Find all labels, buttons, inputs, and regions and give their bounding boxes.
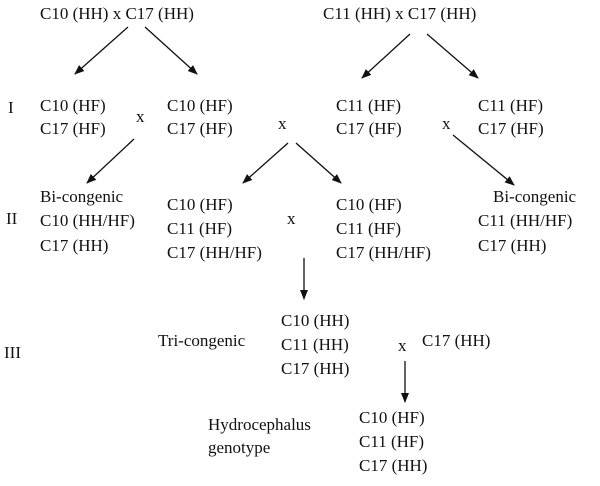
bicongenic-right-line2: C17 (HH) bbox=[478, 236, 547, 255]
gen1-b-line1: C10 (HF) bbox=[167, 96, 233, 115]
arrow-top-right-to-gen1-c bbox=[361, 33, 411, 79]
bicongenic-right-label: Bi-congenic bbox=[493, 187, 577, 206]
gen2-cross-symbol: x bbox=[287, 209, 296, 228]
bicongenic-left-line1: C10 (HH/HF) bbox=[40, 211, 135, 230]
tricongenic-line1: C10 (HH) bbox=[281, 311, 350, 330]
arrow-top-left-to-gen1-b bbox=[144, 26, 198, 75]
cross-top-left: C10 (HH) x C17 (HH) bbox=[40, 4, 194, 23]
bicongenic-right-line1: C11 (HH/HF) bbox=[478, 211, 573, 230]
arrow-top-left-to-gen1-a bbox=[74, 26, 129, 75]
bicongenic-left-line2: C17 (HH) bbox=[40, 236, 109, 255]
arrow-gen1-mid-to-gen2-b bbox=[295, 142, 342, 184]
gen2-a-line1: C10 (HF) bbox=[167, 195, 233, 214]
gen1-a-line2: C17 (HF) bbox=[40, 119, 106, 138]
gen1-cross-symbol-left: x bbox=[136, 107, 145, 126]
gen1-d-line1: C11 (HF) bbox=[478, 96, 544, 115]
arrow-top-right-to-gen1-d bbox=[426, 33, 479, 79]
tricongenic-line3: C17 (HH) bbox=[281, 359, 350, 378]
generation-label-2: II bbox=[6, 209, 18, 228]
arrow-gen1-right-to-bicongenic bbox=[452, 134, 515, 186]
gen1-cross-symbol-mid: x bbox=[278, 114, 287, 133]
gen3-cross-symbol: x bbox=[398, 336, 407, 355]
result-line3: C17 (HH) bbox=[359, 456, 428, 475]
gen1-c-line2: C17 (HF) bbox=[336, 119, 402, 138]
gen1-a-line1: C10 (HF) bbox=[40, 96, 106, 115]
generation-label-3: III bbox=[4, 343, 21, 362]
gen1-d-line2: C17 (HF) bbox=[478, 119, 544, 138]
arrow-gen1-left-to-bicongenic bbox=[86, 138, 135, 184]
generation-label-1: I bbox=[8, 98, 14, 117]
bicongenic-left-label: Bi-congenic bbox=[40, 187, 124, 206]
result-label-line1: Hydrocephalus bbox=[208, 415, 311, 434]
gen1-cross-symbol-right: x bbox=[442, 114, 451, 133]
gen2-b-line2: C11 (HF) bbox=[336, 219, 402, 238]
cross-top-right: C11 (HH) x C17 (HH) bbox=[323, 4, 477, 23]
gen2-b-line3: C17 (HH/HF) bbox=[336, 243, 431, 262]
gen3-partner: C17 (HH) bbox=[422, 331, 491, 350]
gen2-a-line2: C11 (HF) bbox=[167, 219, 233, 238]
result-line1: C10 (HF) bbox=[359, 408, 425, 427]
gen1-c-line1: C11 (HF) bbox=[336, 96, 402, 115]
arrow-gen1-mid-to-gen2-a bbox=[242, 142, 289, 184]
gen2-a-line3: C17 (HH/HF) bbox=[167, 243, 262, 262]
result-label-line2: genotype bbox=[208, 438, 271, 457]
gen1-b-line2: C17 (HF) bbox=[167, 119, 233, 138]
gen2-b-line1: C10 (HF) bbox=[336, 195, 402, 214]
tricongenic-label: Tri-congenic bbox=[158, 331, 246, 350]
tricongenic-line2: C11 (HH) bbox=[281, 335, 349, 354]
result-line2: C11 (HF) bbox=[359, 432, 425, 451]
